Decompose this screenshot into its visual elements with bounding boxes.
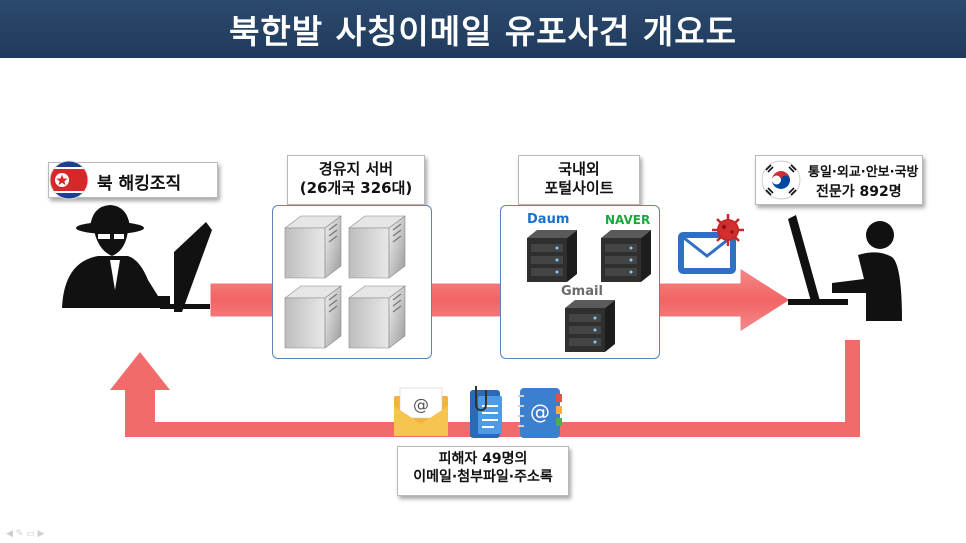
hacker-icon	[62, 205, 212, 312]
slide-nav-icons: ◀ ✎ ▭ ▶	[6, 529, 45, 539]
title-bar: 북한발 사칭이메일 유포사건 개요도	[0, 0, 966, 58]
email-envelope-icon: @	[394, 387, 448, 436]
attacker-label: 북 해킹조직	[97, 174, 182, 194]
portals-label-line1: 국내외	[558, 160, 600, 178]
svg-text:@: @	[530, 400, 550, 424]
servers-label-box: 경유지 서버 (26개국 326대)	[287, 155, 425, 205]
page-title: 북한발 사칭이메일 유포사건 개요도	[229, 12, 737, 51]
servers-label-line2: (26개국 326대)	[299, 178, 413, 197]
servers-panel	[272, 205, 432, 359]
south-korea-flag-icon	[761, 160, 801, 200]
targets-label-line1: 통일·외교·안보·국방	[808, 165, 919, 180]
victims-label-line2: 이메일·첨부파일·주소록	[413, 468, 553, 485]
victims-label-line1: 피해자 49명의	[438, 451, 528, 467]
portals-label-box: 국내외 포털사이트	[518, 155, 640, 205]
virus-icon	[712, 214, 744, 246]
address-book-icon: @	[518, 388, 562, 438]
target-user-icon	[788, 215, 902, 321]
daum-logo: Daum	[527, 212, 570, 227]
return-arrow	[110, 340, 860, 437]
portals-label-line2: 포털사이트	[544, 178, 614, 197]
stolen-data-icons: @ @	[394, 386, 562, 438]
server-tower-icons	[284, 215, 406, 349]
attacker-label-box: 북 해킹조직	[48, 160, 218, 200]
naver-logo: NAVER	[605, 213, 651, 227]
attachment-icon	[470, 386, 502, 438]
victims-label-box: 피해자 49명의 이메일·첨부파일·주소록	[397, 446, 569, 496]
svg-text:@: @	[413, 395, 429, 414]
targets-label-box: 통일·외교·안보·국방 전문가 892명	[755, 155, 923, 205]
north-korea-flag-icon	[49, 160, 89, 200]
infected-email-icon	[678, 214, 744, 274]
portals-panel: Daum NAVER Gmail	[500, 205, 660, 359]
gmail-logo: Gmail	[561, 284, 603, 299]
targets-label-line2: 전문가 892명	[816, 184, 902, 200]
servers-label-line1: 경유지 서버	[318, 160, 394, 178]
portal-server-icons	[527, 230, 651, 352]
